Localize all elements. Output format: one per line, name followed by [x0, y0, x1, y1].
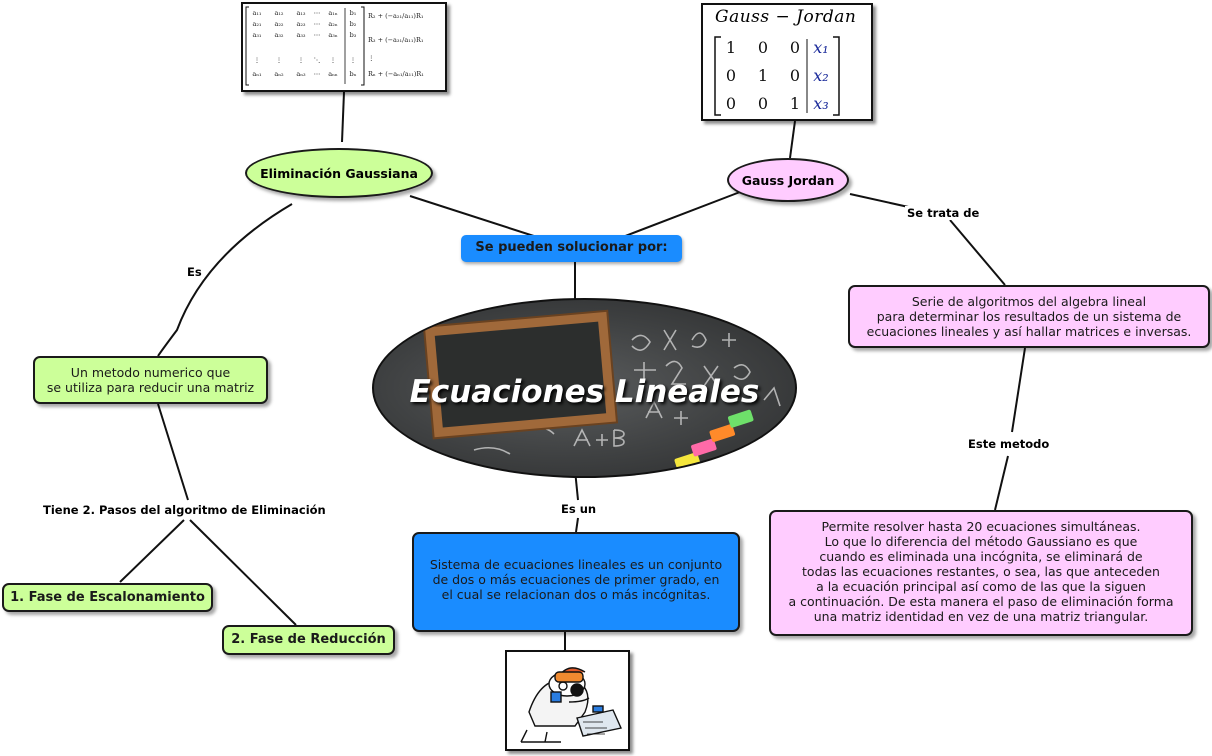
permite-resolver-line-7: una matriz identidad en vez de una matri…	[813, 609, 1149, 624]
ge-cell-4-2: aₙ₃	[296, 70, 306, 78]
ge-cell-2-0: a₃₁	[252, 31, 261, 39]
center-topic-title: Ecuaciones Lineales	[409, 374, 760, 410]
ge-cell-1-3: ⋯	[314, 20, 321, 28]
ge-cell-0-2: a₁₃	[296, 9, 305, 17]
fase-reduccion-label: 2. Fase de Reducción	[231, 632, 386, 647]
link-label-este-metodo: Este metodo	[966, 437, 1052, 451]
ge-cell-2-1: a₃₂	[274, 31, 283, 39]
node-gauss-jordan-label: Gauss Jordan	[741, 172, 835, 188]
node-sistema-ecuaciones[interactable]: Sistema de ecuaciones lineales es un con…	[412, 532, 740, 632]
gj-cell-1-0: 0	[726, 66, 736, 85]
ge-cell-0-4: a₁ₙ	[328, 9, 337, 17]
permite-resolver-line-1: Permite resolver hasta 20 ecuaciones sim…	[821, 519, 1141, 534]
permite-resolver-line-3: cuando es eliminada una incógnita, se el…	[819, 549, 1143, 564]
ge-cell-3-2: ⋮	[298, 56, 305, 64]
node-serie-algoritmos[interactable]: Serie de algoritmos del algebra lineal p…	[848, 285, 1210, 348]
ge-row-op-2: ⋮	[368, 54, 375, 62]
ge-cell-0-1: a₁₂	[274, 9, 283, 17]
gj-cell-0-2: 0	[790, 38, 800, 57]
link-label-se-trata-de: Se trata de	[905, 206, 982, 220]
chalkboard-figure	[422, 309, 781, 471]
node-permite-resolver[interactable]: Permite resolver hasta 20 ecuaciones sim…	[769, 510, 1193, 636]
serie-algoritmos-line-2: para determinar los resultados de un sis…	[876, 309, 1182, 324]
node-fase-reduccion[interactable]: 2. Fase de Reducción	[222, 625, 395, 655]
fase-escalonamiento-label: 1. Fase de Escalonamiento	[10, 590, 205, 605]
ge-cell-4-3: ⋯	[314, 70, 321, 78]
gauss-jordan-matrix-image: Gauss − Jordan 1 0 0 x₁ 0 1 0 x₂ 0 0 1 x₃	[701, 3, 873, 121]
scientist-cartoon-figure	[520, 667, 622, 743]
ge-cell-2-3: ⋯	[314, 31, 321, 39]
gj-cell-1-2: 0	[790, 66, 800, 85]
ge-cell-0-0: a₁₁	[252, 9, 261, 17]
ge-cell-3-0: ⋮	[254, 56, 261, 64]
scientist-cartoon-image	[505, 650, 630, 751]
permite-resolver-line-4: todas las ecuaciones restantes, o sea, l…	[802, 564, 1160, 579]
sistema-ecuaciones-line-3: el cual se relacionan dos o más incógnit…	[441, 587, 711, 602]
node-se-pueden-solucionar[interactable]: Se pueden solucionar por:	[461, 235, 682, 262]
gj-bracket-right	[833, 36, 840, 116]
ge-cell-1-2: a₂₃	[296, 20, 305, 28]
ge-cell-2-2: a₃₃	[296, 31, 305, 39]
gauss-jordan-figure: 1 0 0 x₁ 0 1 0 x₂ 0 0 1 x₃	[714, 36, 840, 116]
serie-algoritmos-line-1: Serie de algoritmos del algebra lineal	[911, 294, 1147, 309]
permite-resolver-line-2: Lo que lo diferencia del método Gaussian…	[824, 534, 1138, 549]
gj-cell-2-3: x₃	[813, 94, 828, 113]
gj-cell-0-0: 1	[726, 38, 736, 57]
node-eliminacion-gaussiana[interactable]: Eliminación Gaussiana	[245, 148, 433, 198]
gauss-jordan-image-title: Gauss − Jordan	[715, 7, 857, 27]
link-label-es: Es	[185, 265, 204, 279]
center-topic-image[interactable]: Ecuaciones Lineales	[372, 298, 797, 478]
gj-cell-1-3: x₂	[813, 66, 828, 85]
ge-cell-3-4: ⋮	[330, 56, 337, 64]
ge-cell-1-1: a₂₂	[274, 20, 283, 28]
node-gauss-jordan[interactable]: Gauss Jordan	[727, 158, 849, 202]
gj-cell-0-3: x₁	[813, 38, 828, 57]
node-se-pueden-solucionar-label: Se pueden solucionar por:	[475, 240, 668, 255]
ge-row-op-1: R₃ + (−a₃₁/a₁₁)R₁	[368, 36, 424, 44]
ge-cell-3-5: ⋮	[350, 56, 357, 64]
ge-cell-0-5: b₁	[350, 9, 357, 17]
ge-cell-4-1: aₙ₂	[274, 70, 284, 78]
ge-bracket-left	[245, 6, 249, 86]
sistema-ecuaciones-line-1: Sistema de ecuaciones lineales es un con…	[429, 557, 723, 572]
permite-resolver-line-6: a continuación. De esta manera el paso d…	[788, 594, 1174, 609]
gj-cell-2-0: 0	[726, 94, 736, 113]
gj-cell-2-2: 1	[790, 94, 800, 113]
ge-row-op-0: R₂ + (−a₂₁/a₁₁)R₁	[368, 12, 424, 20]
sistema-ecuaciones-line-2: de dos o más ecuaciones de primer grado,…	[432, 572, 720, 587]
metodo-numerico-line-1: Un metodo numerico que	[70, 365, 231, 380]
ge-cell-1-4: a₂ₙ	[328, 20, 337, 28]
ge-cell-0-3: ⋯	[314, 9, 321, 17]
ge-cell-2-5: b₃	[350, 31, 357, 39]
ge-cell-2-4: a₃ₙ	[328, 31, 337, 39]
ge-cell-1-0: a₂₁	[252, 20, 261, 28]
gauss-matrix-figure: a₁₁ a₁₂ a₁₃ ⋯ a₁ₙ b₁ a₂₁ a₂₂ a₂₃ ⋯ a₂ₙ b₂ a₃₁ a₃₂ a₃₃ ⋯…	[245, 6, 424, 86]
ge-cell-1-5: b₂	[350, 20, 357, 28]
link-label-es-un: Es un	[559, 502, 599, 516]
gj-bracket-left	[714, 36, 721, 116]
gj-cell-2-1: 0	[758, 94, 768, 113]
gj-cell-1-1: 1	[758, 66, 768, 85]
gauss-elimination-matrix-image: a₁₁ a₁₂ a₁₃ ⋯ a₁ₙ b₁ a₂₁ a₂₂ a₂₃ ⋯ a₂ₙ b₂ a₃₁ a₃₂ a₃₃ ⋯…	[241, 2, 447, 92]
node-fase-escalonamiento[interactable]: 1. Fase de Escalonamiento	[2, 583, 213, 612]
ge-bracket-right	[361, 6, 365, 86]
ge-cell-4-4: aₙₙ	[328, 70, 338, 78]
metodo-numerico-line-2: se utiliza para reducir una matriz	[46, 380, 255, 395]
ge-cell-4-5: bₙ	[350, 70, 357, 78]
node-metodo-numerico[interactable]: Un metodo numerico que se utiliza para r…	[33, 356, 268, 404]
link-label-tiene-pasos: Tiene 2. Pasos del algoritmo de Eliminac…	[41, 503, 328, 517]
ge-cell-3-3: ⋱	[314, 56, 321, 64]
ge-cell-3-1: ⋮	[276, 56, 283, 64]
node-eliminacion-gaussiana-label: Eliminación Gaussiana	[260, 165, 418, 181]
ge-cell-4-0: aₙ₁	[252, 70, 262, 78]
ge-row-op-3: Rₙ + (−aₙ₁/a₁₁)R₁	[368, 70, 424, 78]
gj-cell-0-1: 0	[758, 38, 768, 57]
serie-algoritmos-line-3: ecuaciones lineales y así hallar matrice…	[866, 324, 1192, 339]
permite-resolver-line-5: a la ecuación principal así como de las …	[816, 579, 1146, 594]
